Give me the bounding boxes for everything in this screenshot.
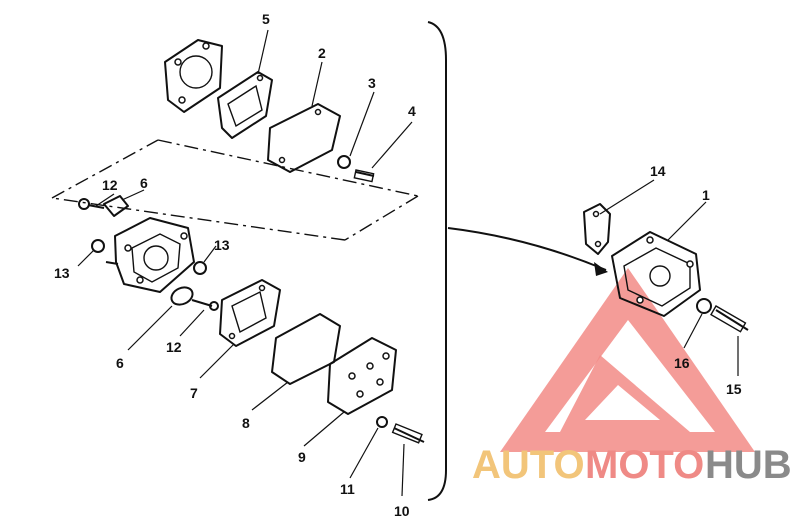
callout-4: 4 xyxy=(408,103,416,119)
callout-8: 8 xyxy=(242,415,250,431)
assembly-arrow xyxy=(447,227,607,271)
callout-12-upper: 12 xyxy=(102,177,118,193)
part-10-screw xyxy=(391,423,425,444)
callout-6-lower: 6 xyxy=(116,355,124,371)
callout-9: 9 xyxy=(298,449,306,465)
watermark-moto: MOTO xyxy=(585,443,704,487)
arrow-head xyxy=(594,262,608,276)
part-5-gasket xyxy=(217,71,273,139)
part-12-screw-lower xyxy=(191,299,219,311)
callout-12-lower: 12 xyxy=(166,339,182,355)
callout-16: 16 xyxy=(674,355,690,371)
part-14-gasket xyxy=(583,203,611,255)
part-9-cover xyxy=(327,337,397,415)
callout-13-left: 13 xyxy=(54,265,70,281)
part-13-washer-right xyxy=(193,261,207,275)
callout-6-upper: 6 xyxy=(140,175,148,191)
callout-11: 11 xyxy=(340,481,355,497)
part-7-gasket xyxy=(219,279,281,347)
part-11-washer xyxy=(376,416,388,428)
part-13-washer-left xyxy=(91,239,105,253)
callout-3: 3 xyxy=(368,75,376,91)
callout-2: 2 xyxy=(318,45,326,61)
callout-13-right: 13 xyxy=(214,237,230,253)
callout-5: 5 xyxy=(262,11,270,27)
callout-15: 15 xyxy=(726,381,742,397)
watermark: AUTO MOTO HUB xyxy=(472,443,792,487)
part-3-washer xyxy=(337,155,351,169)
part-16-washer xyxy=(696,298,712,314)
pump-body-center xyxy=(105,217,195,293)
part-4-screw xyxy=(353,169,375,183)
part-1-fuel-pump-assembly xyxy=(611,231,701,317)
watermark-auto: AUTO xyxy=(472,443,585,487)
callout-1: 1 xyxy=(702,187,710,203)
callout-14: 14 xyxy=(650,163,666,179)
grouping-bracket xyxy=(427,21,447,501)
callout-7: 7 xyxy=(190,385,198,401)
part-12-screw-upper xyxy=(78,198,105,210)
triangle-logo-icon xyxy=(500,268,755,452)
part-2-diaphragm xyxy=(267,103,341,173)
watermark-hub: HUB xyxy=(705,443,792,487)
callout-10: 10 xyxy=(394,503,410,519)
part-15-bolt xyxy=(710,305,749,333)
part-5-cover xyxy=(164,39,223,113)
part-6-valve-upper xyxy=(103,195,129,217)
part-6-valve-lower xyxy=(170,286,194,306)
leader-lines xyxy=(77,29,739,497)
